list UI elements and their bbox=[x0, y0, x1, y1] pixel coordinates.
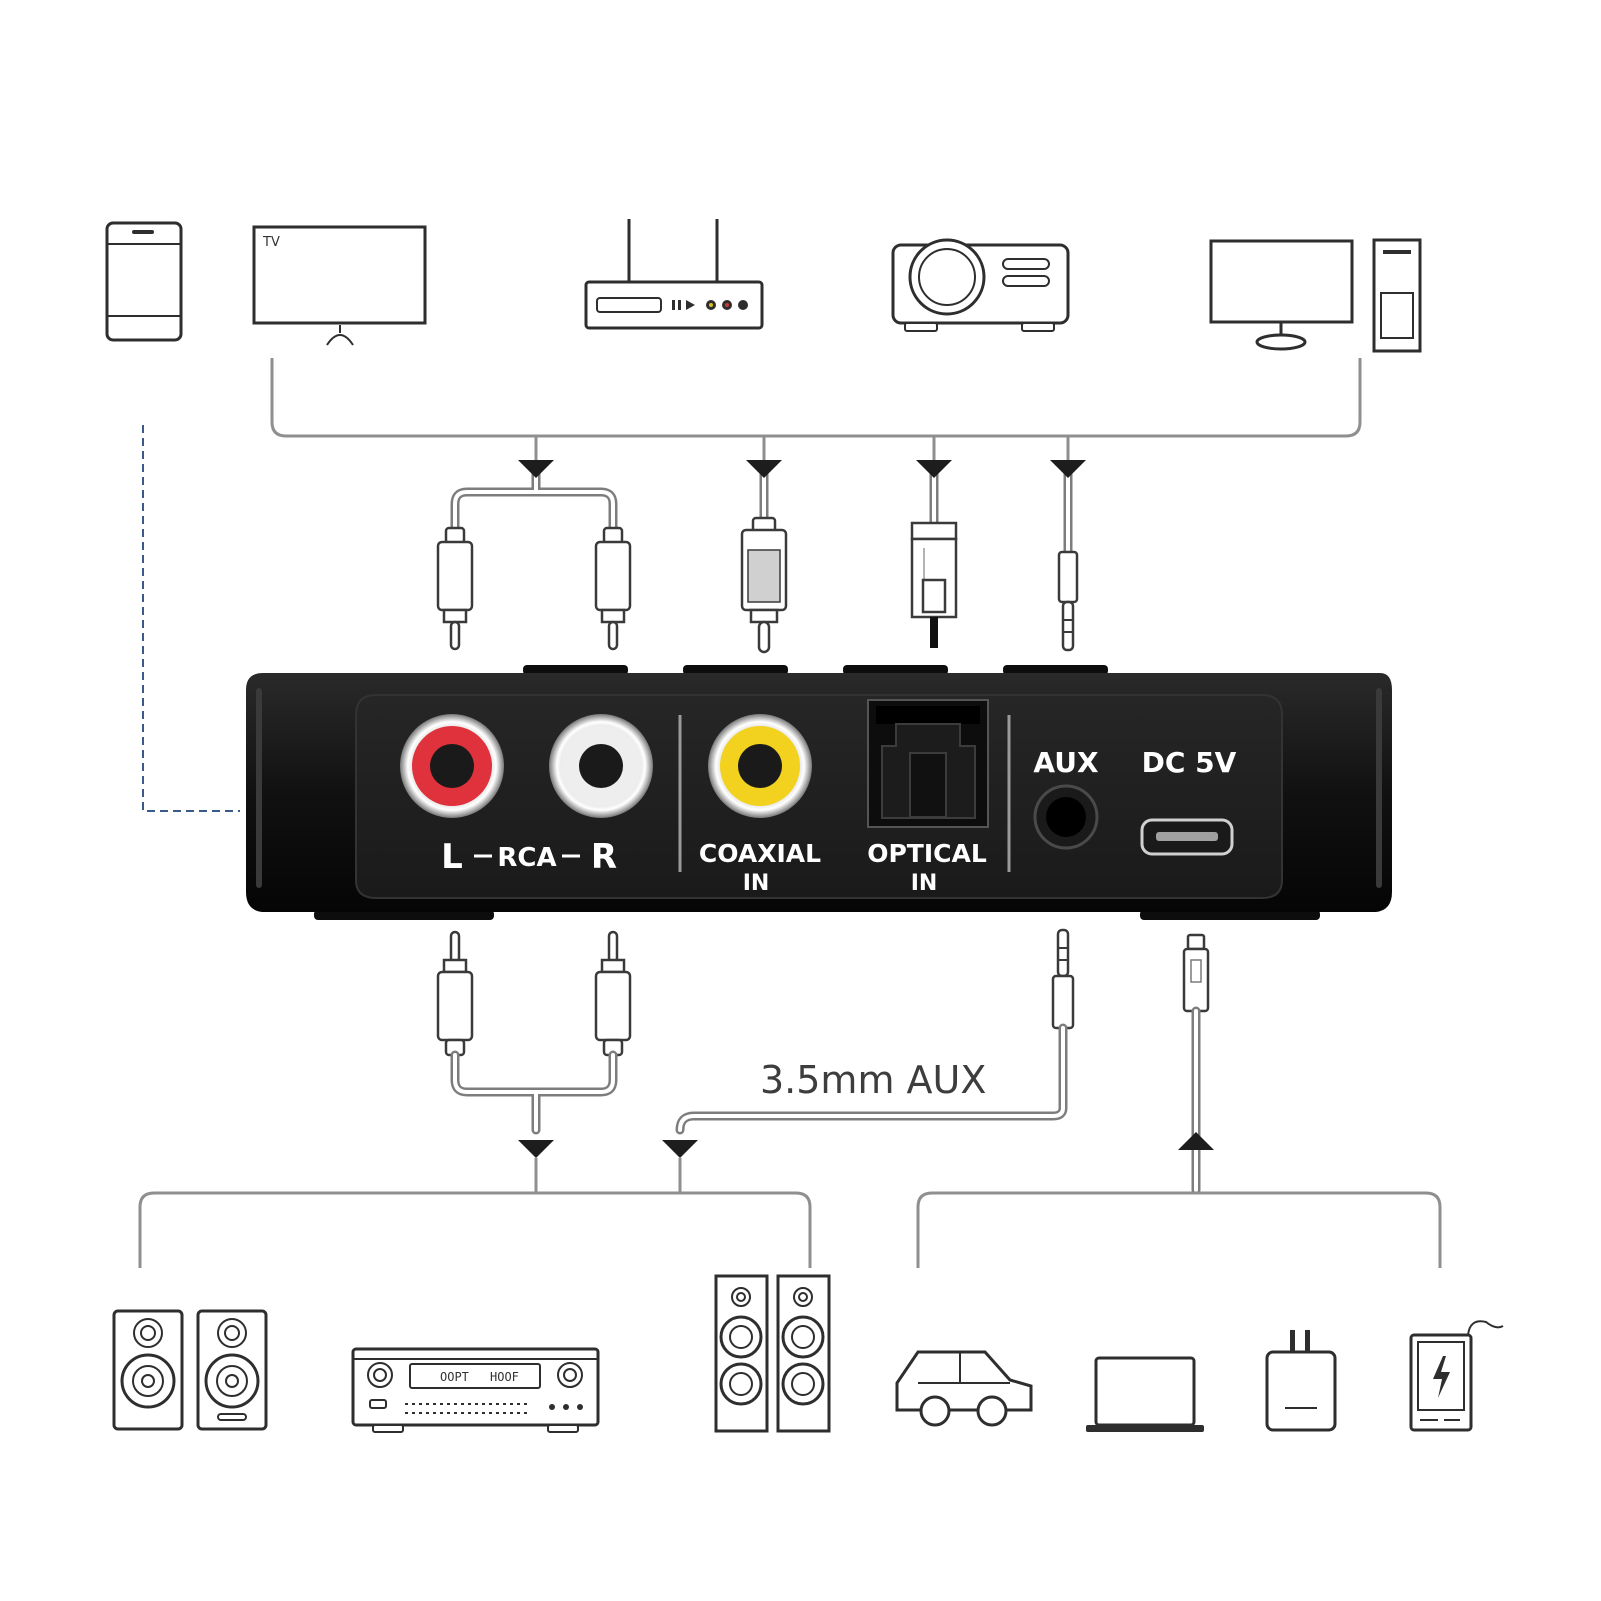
output-bracket bbox=[138, 1191, 812, 1268]
dc-label: DC 5V bbox=[1142, 746, 1237, 779]
optical-in-label: IN bbox=[911, 871, 938, 896]
rca-input-cable bbox=[436, 465, 632, 651]
rca-label: RCA bbox=[497, 843, 556, 873]
coaxial-label: COAXIAL bbox=[699, 839, 821, 868]
coaxial-in-label: IN bbox=[743, 871, 770, 896]
rca-left-port[interactable] bbox=[400, 714, 504, 818]
power-bracket bbox=[916, 1191, 1442, 1268]
tv-label: TV bbox=[262, 235, 280, 250]
receiver-display-right: HOOF bbox=[490, 1370, 519, 1384]
aux-output-cable: 3.5mm AUX bbox=[675, 928, 1075, 1135]
car-icon bbox=[895, 1350, 1033, 1427]
audio-converter-device: L RCA R COAXIAL IN OPTICAL IN AUX DC 5V bbox=[246, 665, 1392, 920]
source-devices: TV bbox=[105, 219, 1422, 353]
optical-input-arrow bbox=[916, 460, 952, 478]
rca-input-arrow bbox=[518, 460, 554, 478]
coaxial-port[interactable] bbox=[708, 714, 812, 818]
optical-label: OPTICAL bbox=[867, 839, 987, 868]
receiver-display-left: OOPT bbox=[440, 1370, 469, 1384]
router-icon bbox=[584, 219, 764, 330]
rca-left-label: L bbox=[441, 837, 463, 877]
coaxial-input-arrow bbox=[746, 460, 782, 478]
rca-right-port[interactable] bbox=[549, 714, 653, 818]
rca-output-arrow bbox=[518, 1140, 554, 1158]
bookshelf-speakers-icon bbox=[112, 1309, 268, 1431]
phone-icon bbox=[105, 221, 183, 342]
aux-output-arrow bbox=[662, 1140, 698, 1158]
aux-label: AUX bbox=[1033, 746, 1099, 779]
dashed-link bbox=[142, 425, 240, 812]
projector-icon bbox=[891, 238, 1070, 332]
av-receiver-icon: OOPT HOOF bbox=[351, 1347, 600, 1433]
coaxial-input-cable bbox=[740, 465, 788, 654]
aux-cable-label: 3.5mm AUX bbox=[760, 1058, 986, 1102]
aux-port[interactable] bbox=[1033, 784, 1099, 850]
dc-power-port[interactable] bbox=[1140, 818, 1234, 856]
rca-right-label: R bbox=[591, 837, 617, 877]
laptop-icon bbox=[1086, 1356, 1204, 1432]
computer-icon bbox=[1209, 238, 1422, 353]
source-drops bbox=[534, 436, 1070, 460]
power-adapter-icon bbox=[1265, 1330, 1337, 1432]
aux-input-cable bbox=[1057, 465, 1079, 652]
power-input-arrow bbox=[1178, 1132, 1214, 1150]
source-bracket bbox=[270, 358, 1362, 438]
optical-input-cable bbox=[910, 465, 958, 648]
power-cable bbox=[1182, 933, 1210, 1195]
optical-port[interactable] bbox=[867, 699, 989, 828]
aux-input-arrow bbox=[1050, 460, 1086, 478]
rca-output-cable bbox=[436, 930, 632, 1135]
tv-icon: TV bbox=[252, 225, 427, 346]
tower-speakers-icon bbox=[714, 1274, 831, 1433]
power-bank-icon bbox=[1409, 1320, 1504, 1432]
